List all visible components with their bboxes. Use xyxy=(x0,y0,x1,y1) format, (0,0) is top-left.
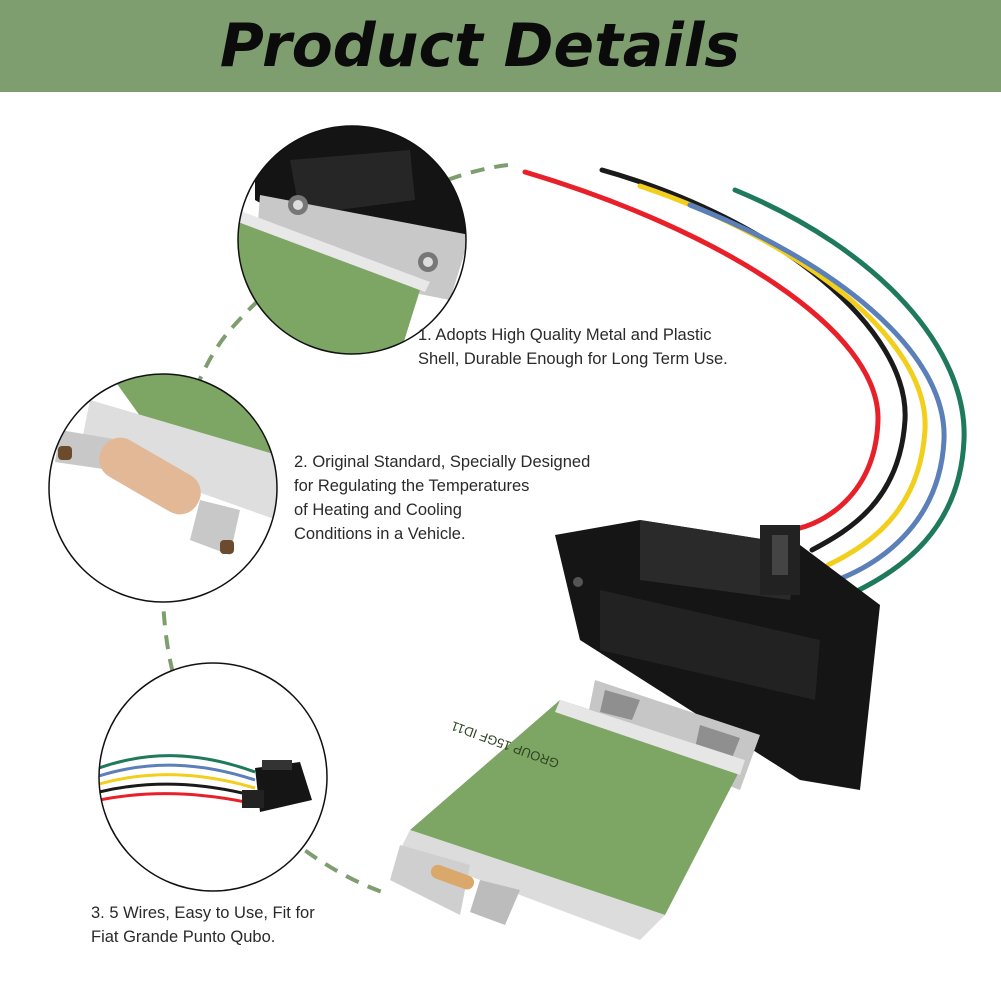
connector-housing xyxy=(555,520,880,790)
header-banner: Product Details xyxy=(0,0,1001,92)
feature-callout-1: 1. Adopts High Quality Metal and Plastic… xyxy=(418,326,728,368)
feature-callout-3: 3. 5 Wires, Easy to Use, Fit for Fiat Gr… xyxy=(91,904,315,946)
wire-green xyxy=(732,187,967,595)
resistor-board xyxy=(390,700,745,940)
wire-bundle xyxy=(522,167,967,595)
feature-callout-2: 2. Original Standard, Specially Designed… xyxy=(294,453,591,543)
detail-circle-housing xyxy=(237,125,467,355)
detail-circle-thermal-fuse xyxy=(48,373,278,603)
detail-circle-harness xyxy=(98,662,328,892)
wire-yellow xyxy=(637,183,928,568)
page-title: Product Details xyxy=(219,11,741,81)
wire-red xyxy=(522,169,881,531)
wire-blue xyxy=(687,202,947,581)
